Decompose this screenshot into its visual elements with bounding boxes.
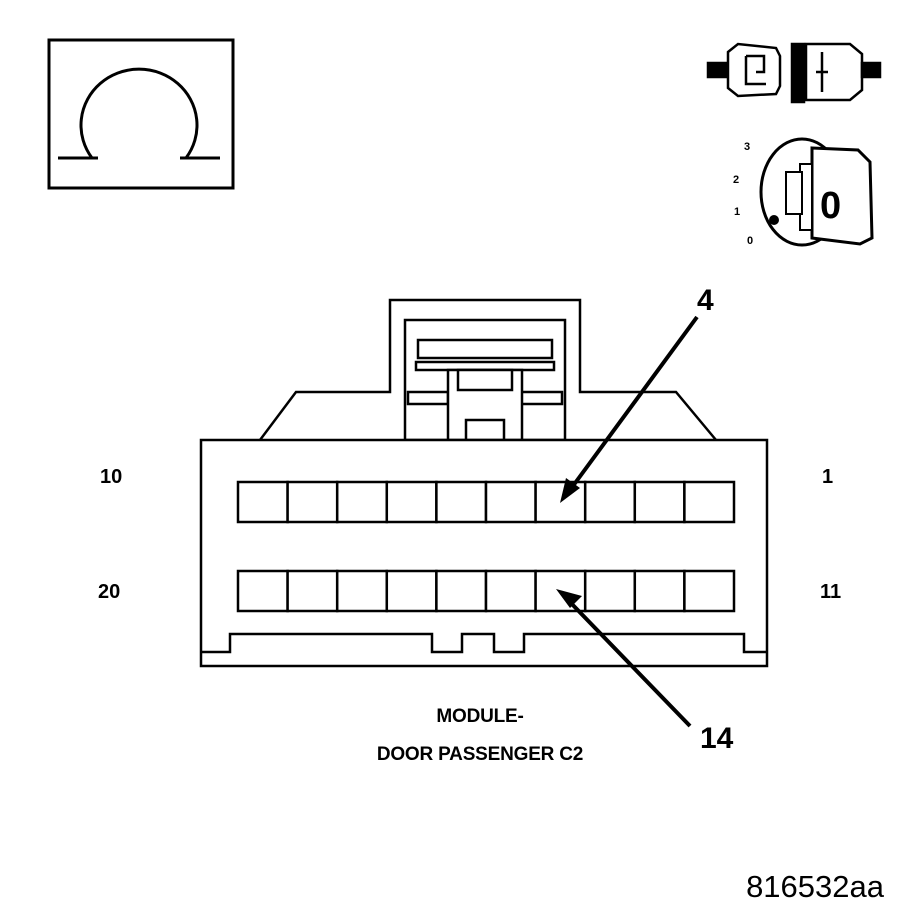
dial-position-1: 1	[734, 206, 740, 218]
top-row-cavity	[385, 480, 438, 524]
pin-label-10: 10	[100, 466, 122, 488]
bottom-row-cavity	[286, 569, 339, 613]
caption-line-2: DOOR PASSENGER C2	[377, 744, 583, 765]
pin-row-bottom	[236, 569, 736, 613]
callout-label-4: 4	[697, 284, 714, 317]
bottom-row-cavity	[633, 569, 686, 613]
figure-id: 816532aa	[746, 869, 885, 904]
bottom-row-cavity	[683, 569, 736, 613]
disconnect-connector-icon	[706, 42, 882, 104]
key-off-letter: 0	[820, 185, 841, 227]
dial-position-3: 3	[744, 141, 750, 153]
bottom-row-cavity	[236, 569, 289, 613]
bottom-row-cavity	[335, 569, 389, 613]
dial-position-2: 2	[733, 174, 739, 186]
top-row-cavity	[484, 480, 537, 524]
top-row-cavity	[435, 480, 488, 524]
bottom-row-cavity	[435, 569, 488, 613]
pin-row-top	[236, 480, 736, 524]
top-row-cavity	[583, 480, 637, 524]
pin-label-1: 1	[822, 466, 833, 488]
ignition-key-off-icon: 3 2 1 0 0	[733, 137, 874, 247]
caption-line-1: MODULE-	[436, 706, 523, 727]
connector-body	[199, 298, 769, 668]
top-row-cavity	[236, 480, 289, 524]
top-row-cavity	[286, 480, 339, 524]
bottom-row-cavity	[484, 569, 537, 613]
callout-label-14: 14	[700, 722, 734, 755]
bottom-row-cavity	[385, 569, 438, 613]
top-row-cavity	[683, 480, 736, 524]
callout-arrow-pin-4	[560, 315, 699, 503]
dial-position-0: 0	[747, 235, 753, 247]
bottom-row-cavity	[583, 569, 637, 613]
top-row-cavity	[335, 480, 389, 524]
pin-label-11: 11	[820, 581, 841, 603]
pin-label-20: 20	[98, 581, 120, 603]
omega-ohm-icon	[47, 38, 235, 190]
top-row-cavity	[633, 480, 686, 524]
callout-arrow-pin-14	[556, 589, 692, 728]
